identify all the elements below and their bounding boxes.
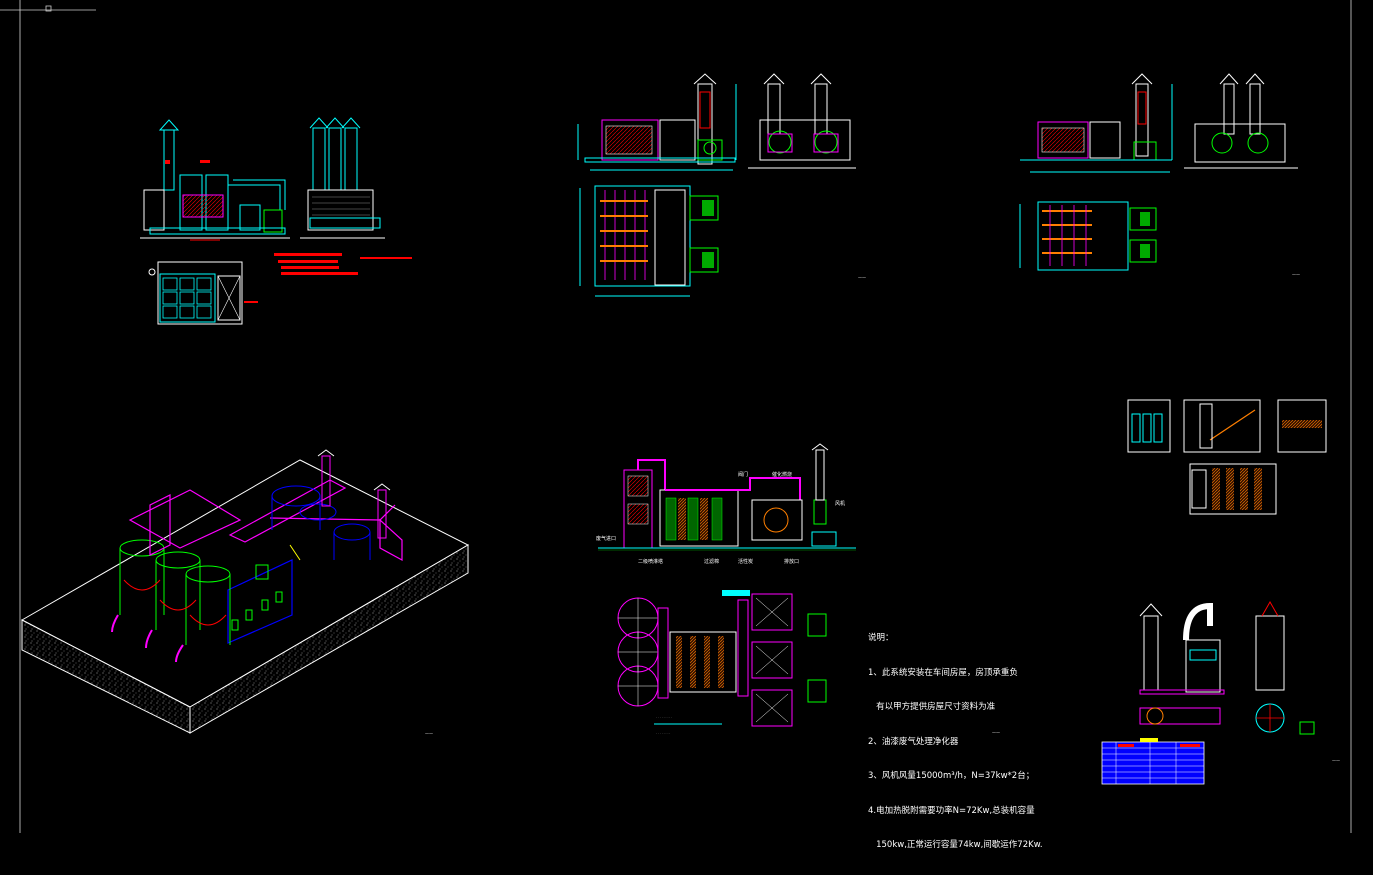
drawing-isometric xyxy=(20,449,470,734)
label-scrubber: 二级喷淋塔 xyxy=(638,558,663,565)
notes-line-3: 2、油漆废气处理净化器 xyxy=(868,736,959,747)
label-outlet: 排放口 xyxy=(784,558,799,565)
drawing-elevation-mid xyxy=(577,73,737,171)
notes-line-2: 有以甲方提供房屋尺寸资料为准 xyxy=(868,702,996,712)
sheet-number-br: —— xyxy=(1332,758,1340,763)
sheet-number-process: —— xyxy=(992,730,1000,735)
notes-heading: 说明： xyxy=(868,633,894,643)
label-inlet: 废气进口 xyxy=(596,535,616,542)
notes-line-1: 1、此系统安装在车间房屋，房顶承重负 xyxy=(868,667,1018,678)
svg-text:· · · · · · · ·: · · · · · · · · xyxy=(656,731,670,735)
label-carbon: 活性炭 xyxy=(738,558,753,565)
sheet-number-right: —— xyxy=(1292,272,1300,277)
label-valve: 阀门 xyxy=(738,471,748,478)
drawing-plan-right xyxy=(1019,201,1157,271)
drawing-side-right xyxy=(1184,73,1298,169)
red-annotation-block xyxy=(244,253,412,303)
drawing-plan-mid xyxy=(579,185,719,297)
drawing-process-elevation xyxy=(598,443,856,551)
drawing-small-right xyxy=(1127,399,1327,515)
sheet-number-mid: —— xyxy=(858,275,866,280)
cad-drawing-svg: —— —— xyxy=(0,0,1352,833)
drawing-process-plan: · · · · · · · · · · · · · · · · · xyxy=(617,590,827,735)
process-labels: 二级喷淋塔 过滤棉 活性炭 排放口 阀门 催化燃烧 风机 废气进口 xyxy=(596,471,845,565)
cad-drawing-canvas[interactable]: —— —— xyxy=(0,0,1373,850)
notes-line-5: 4.电加热脱附需要功率N=72Kw,总装机容量 xyxy=(868,805,1035,816)
svg-text:· · · · · · · · ·: · · · · · · · · · xyxy=(656,715,672,719)
label-fan: 风机 xyxy=(835,500,845,507)
drawing-elevation-left xyxy=(140,119,290,241)
drawing-plan-left xyxy=(148,261,243,325)
sheet-number-iso: —— xyxy=(425,731,433,736)
drawing-side-elevation-left xyxy=(300,117,385,239)
notes-line-6: 150kw,正常运行容量74kw,间歇运作72Kw. xyxy=(868,840,1043,850)
bill-of-materials-table xyxy=(1101,738,1205,785)
notes-line-4: 3、风机风量15000m³/h，N=37kw*2台； xyxy=(868,771,1035,781)
label-filter: 过滤棉 xyxy=(704,558,719,565)
drawing-tower-detail xyxy=(1139,600,1315,735)
drawing-elevation-right xyxy=(1020,73,1173,173)
sheet-frame xyxy=(0,0,1352,833)
design-notes: 说明： 1、此系统安装在车间房屋，房顶承重负 有以甲方提供房屋尺寸资料为准 2、… xyxy=(868,610,1043,875)
label-catalytic: 催化燃烧 xyxy=(772,471,792,478)
drawing-side-mid xyxy=(748,73,856,169)
